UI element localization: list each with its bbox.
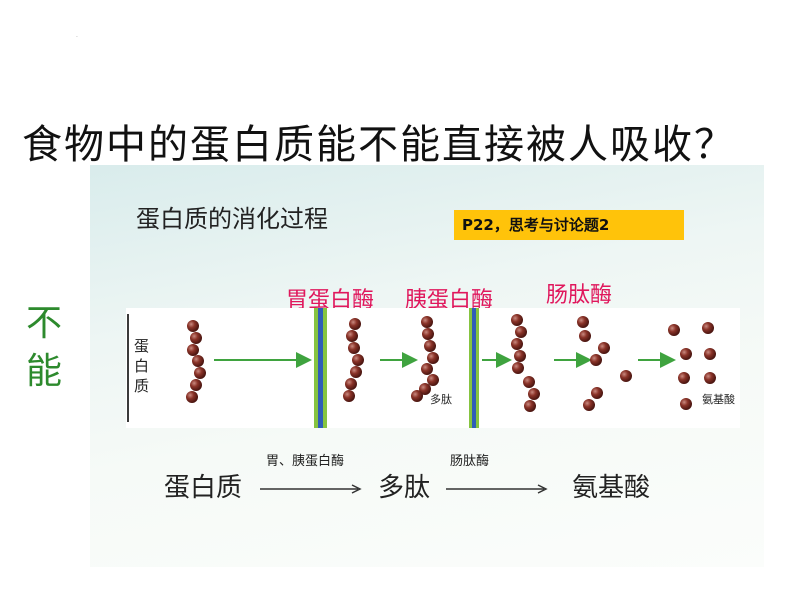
digestion-diagram — [127, 308, 716, 428]
slide-marker: · — [76, 34, 78, 41]
protein-chain — [186, 320, 206, 403]
equation-arrow-2 — [446, 484, 548, 494]
figure-title: 蛋白质的消化过程 — [136, 205, 328, 233]
digestion-equation: 蛋白质 胃、胰蛋白酶 多肽 肠肽酶 氨基酸 — [90, 445, 764, 525]
digestion-diagram-panel: 蛋白质 多肽 氨基酸 — [126, 308, 740, 428]
equation-amino-acid: 氨基酸 — [572, 473, 651, 503]
peptide-fragments — [577, 316, 632, 411]
chain-after-pepsin — [343, 318, 364, 402]
equation-polypeptide: 多肽 — [378, 473, 431, 503]
equation-enzyme-2: 肠肽酶 — [450, 454, 490, 469]
answer-text: 不能 — [26, 303, 63, 392]
membrane-1 — [314, 308, 327, 428]
amino-acids — [668, 322, 716, 410]
question-heading: 食物中的蛋白质能不能直接被人吸收？ — [22, 122, 736, 168]
discussion-badge: P22，思考与讨论题2 — [454, 210, 684, 240]
protein-label: 蛋白质 — [134, 337, 150, 395]
polypeptide-chains — [411, 316, 439, 402]
amino-acid-label: 氨基酸 — [702, 393, 735, 406]
membrane-2 — [469, 308, 479, 428]
equation-protein: 蛋白质 — [164, 473, 243, 503]
enzyme-label-peptidase: 肠肽酶 — [546, 283, 613, 308]
digestion-figure: 蛋白质的消化过程 P22，思考与讨论题2 胃蛋白酶 胰蛋白酶 肠肽酶 — [90, 165, 764, 567]
polypeptide-label: 多肽 — [430, 393, 452, 406]
equation-enzyme-1: 胃、胰蛋白酶 — [266, 454, 345, 469]
chains-after-trypsin — [511, 314, 540, 412]
equation-arrow-1 — [260, 484, 362, 494]
